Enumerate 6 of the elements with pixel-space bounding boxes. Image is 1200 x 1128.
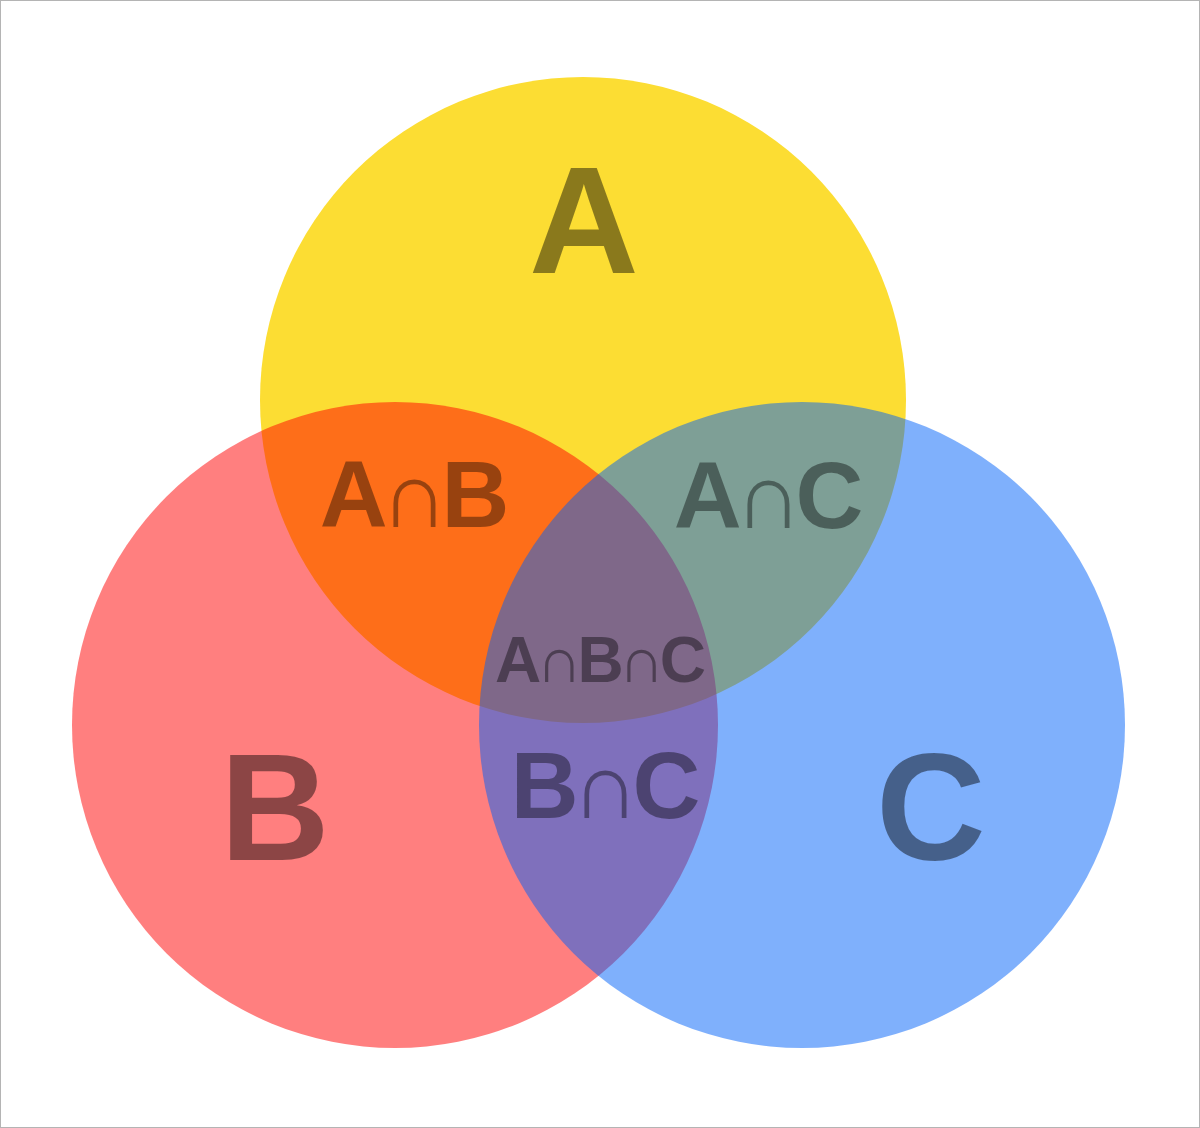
intersection-label: A∩B [319, 448, 503, 542]
set-label: A [529, 144, 639, 296]
set-label: B [220, 731, 330, 883]
intersection-label: B∩C [510, 739, 694, 833]
set-label: C [876, 731, 986, 883]
intersection-label: A∩C [673, 449, 857, 543]
